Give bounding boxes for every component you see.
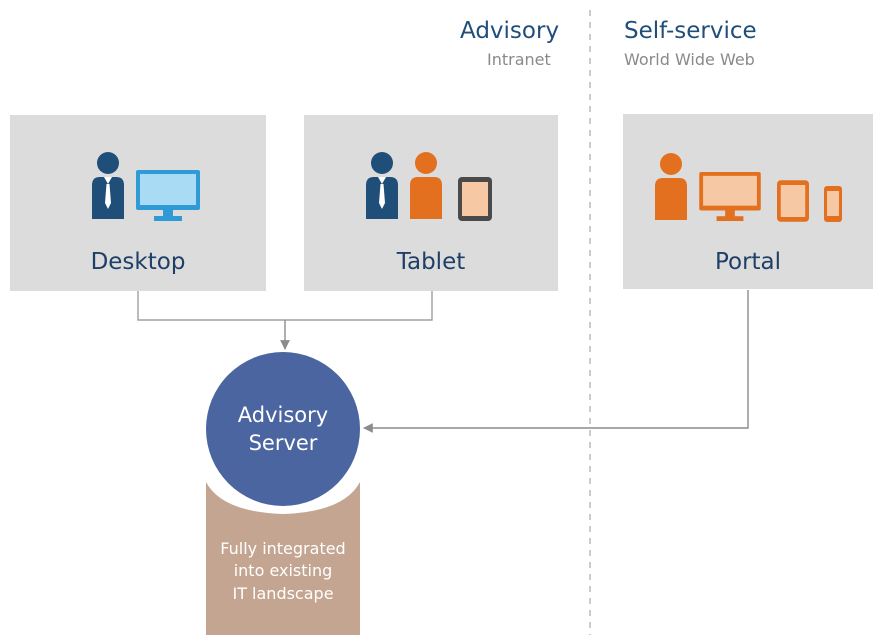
landscape-line2: into existing [233,561,333,581]
tablet-icon [777,180,809,222]
landscape-caption: Fully integrated into existing IT landsc… [206,538,360,605]
portal-label: Portal [714,249,782,275]
tablet-icon [458,177,492,221]
tablet-box: Tablet [304,115,558,291]
landscape-line1: Fully integrated [220,539,346,558]
desktop-box: Desktop [10,115,266,291]
advisor-person-icon [92,152,124,219]
advisory-title: Advisory [460,18,560,44]
self-service-title: Self-service [624,18,757,44]
advisory-subtitle: Intranet [487,50,551,69]
portal-to-server-arrow [363,290,749,433]
advisor-person-icon [366,152,398,219]
client-person-icon [410,152,442,219]
client-person-icon [655,153,687,220]
smartphone-icon [824,186,842,222]
desktop-label: Desktop [90,249,186,275]
server-label-line2: Server [248,431,318,455]
server-label-line1: Advisory [237,402,329,427]
tablet-label: Tablet [396,249,466,275]
landscape-line3: IT landscape [232,583,334,603]
advisory-server-node: Advisory Server [206,352,360,506]
landscape-shape [206,482,360,635]
portal-box: Portal [623,114,873,289]
self-service-subtitle: World Wide Web [624,50,755,69]
desktop-connector [137,291,433,321]
monitor-icon [136,170,200,221]
monitor-icon [699,172,761,222]
